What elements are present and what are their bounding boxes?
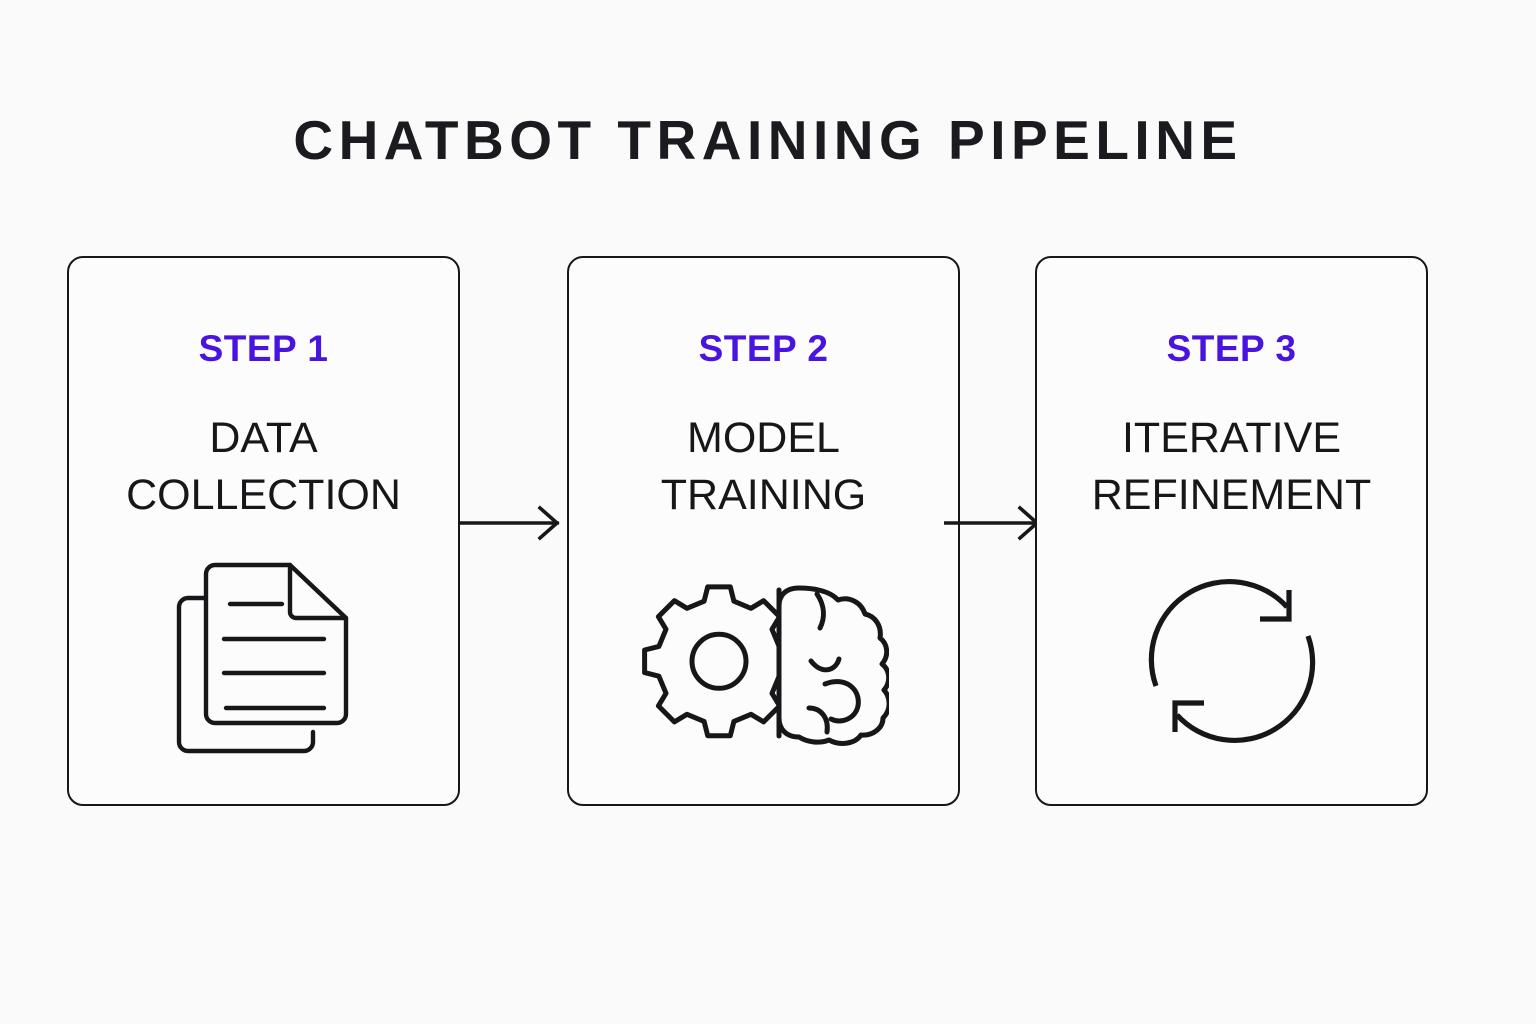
step-3-title-line-2: REFINEMENT: [1091, 471, 1372, 519]
step-3-label: STEP 3: [1166, 328, 1297, 369]
step-1-label: STEP 1: [198, 328, 329, 369]
step-1-title-line-2: COLLECTION: [126, 471, 401, 519]
brain-half-shape: [776, 585, 892, 746]
step-3-icon-wrap: [1037, 558, 1426, 768]
connector-arrow-1: [458, 503, 568, 543]
gear-brain-icon: [639, 556, 892, 771]
step-1-icon-wrap: [69, 558, 458, 768]
step-2-icon-wrap: [569, 558, 958, 768]
documents-icon: [164, 556, 364, 771]
step-2-title-line-2: TRAINING: [660, 471, 867, 519]
step-card-2-content: STEP 2 MODEL TRAINING: [569, 258, 958, 804]
arrow-right-icon: [458, 505, 568, 547]
step-2-title-line-1: MODEL: [687, 414, 840, 462]
step-1-title: DATA COLLECTION: [118, 410, 409, 524]
circular-arrows-icon: [1132, 561, 1332, 766]
gear-shape: [641, 583, 796, 738]
step-card-2[interactable]: STEP 2 MODEL TRAINING: [567, 256, 960, 806]
step-card-1-content: STEP 1 DATA COLLECTION: [69, 258, 458, 804]
arrow-right-icon: [942, 505, 1044, 547]
step-2-label: STEP 2: [698, 328, 829, 369]
step-3-title: ITERATIVE REFINEMENT: [1084, 410, 1380, 524]
step-2-title: MODEL TRAINING: [653, 410, 874, 524]
step-card-3-content: STEP 3 ITERATIVE REFINEMENT: [1037, 258, 1426, 804]
step-card-3[interactable]: STEP 3 ITERATIVE REFINEMENT: [1035, 256, 1428, 806]
step-3-title-line-1: ITERATIVE: [1121, 414, 1341, 462]
step-card-1[interactable]: STEP 1 DATA COLLECTION: [67, 256, 460, 806]
connector-arrow-2: [942, 503, 1044, 543]
page-title: CHATBOT TRAINING PIPELINE: [293, 109, 1243, 171]
step-1-title-line-1: DATA: [209, 414, 318, 462]
